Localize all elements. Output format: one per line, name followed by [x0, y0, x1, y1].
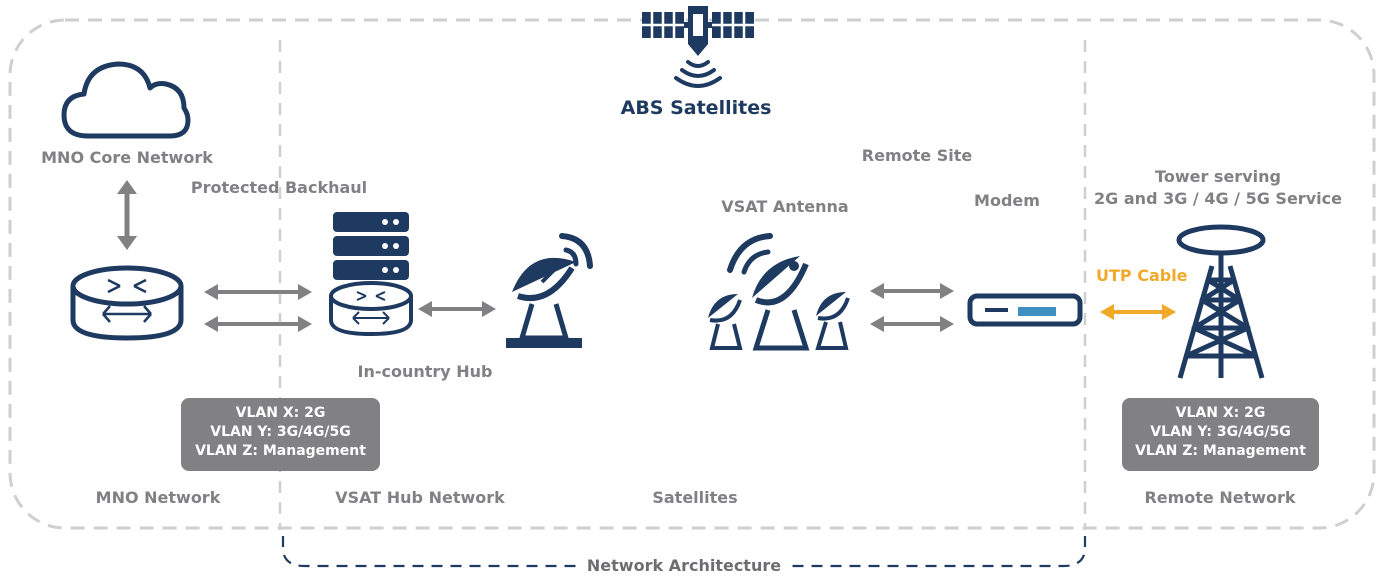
vsat-antenna-icon: [708, 233, 850, 351]
mno-network-label: MNO Network: [95, 488, 221, 507]
core-router-arrow: [117, 180, 137, 250]
mno-router-icon: [70, 265, 184, 341]
remote-site-label: Remote Site: [861, 146, 973, 165]
utp-cable-arrow: [1100, 304, 1176, 320]
utp-cable-label: UTP Cable: [1096, 266, 1188, 285]
server-stack-icon: [333, 212, 409, 280]
mno-vlan-box: VLAN X: 2G VLAN Y: 3G/4G/5G VLAN Z: Mana…: [181, 398, 380, 471]
mno-vlan-x: VLAN X: 2G: [235, 405, 326, 421]
hub-dish-arrow: [418, 301, 496, 317]
protected-backhaul-label: Protected Backhaul: [190, 178, 368, 197]
remote-vlan-box: VLAN X: 2G VLAN Y: 3G/4G/5G VLAN Z: Mana…: [1122, 398, 1319, 471]
remote-vlan-x: VLAN X: 2G: [1175, 405, 1266, 421]
satellite-icon: [642, 6, 754, 88]
vsat-hub-network-label: VSAT Hub Network: [335, 488, 505, 507]
hub-router-icon: [329, 281, 413, 337]
remote-vlan-z: VLAN Z: Management: [1135, 443, 1306, 459]
tower-label-line1: Tower serving: [1155, 167, 1281, 186]
mno-core-label: MNO Core Network: [41, 148, 213, 167]
tower-icon: [1176, 224, 1266, 379]
in-country-hub-label: In-country Hub: [357, 362, 493, 381]
satellite-label: ABS Satellites: [620, 97, 772, 119]
antenna-modem-arrows: [870, 283, 954, 332]
network-architecture-label: Network Architecture: [578, 556, 790, 576]
cloud-icon: [61, 61, 191, 139]
tower-label-line2: 2G and 3G / 4G / 5G Service: [1094, 189, 1342, 208]
remote-vlan-y: VLAN Y: 3G/4G/5G: [1150, 424, 1291, 440]
hub-dish-icon: [506, 233, 593, 348]
modem-label: Modem: [974, 191, 1040, 210]
remote-network-label: Remote Network: [1144, 488, 1296, 507]
mno-hub-arrows: [204, 284, 312, 332]
satellites-label: Satellites: [652, 488, 738, 507]
mno-vlan-y: VLAN Y: 3G/4G/5G: [210, 424, 351, 440]
vsat-antenna-label: VSAT Antenna: [721, 197, 849, 216]
modem-icon: [967, 293, 1083, 327]
mno-vlan-z: VLAN Z: Management: [195, 443, 366, 459]
